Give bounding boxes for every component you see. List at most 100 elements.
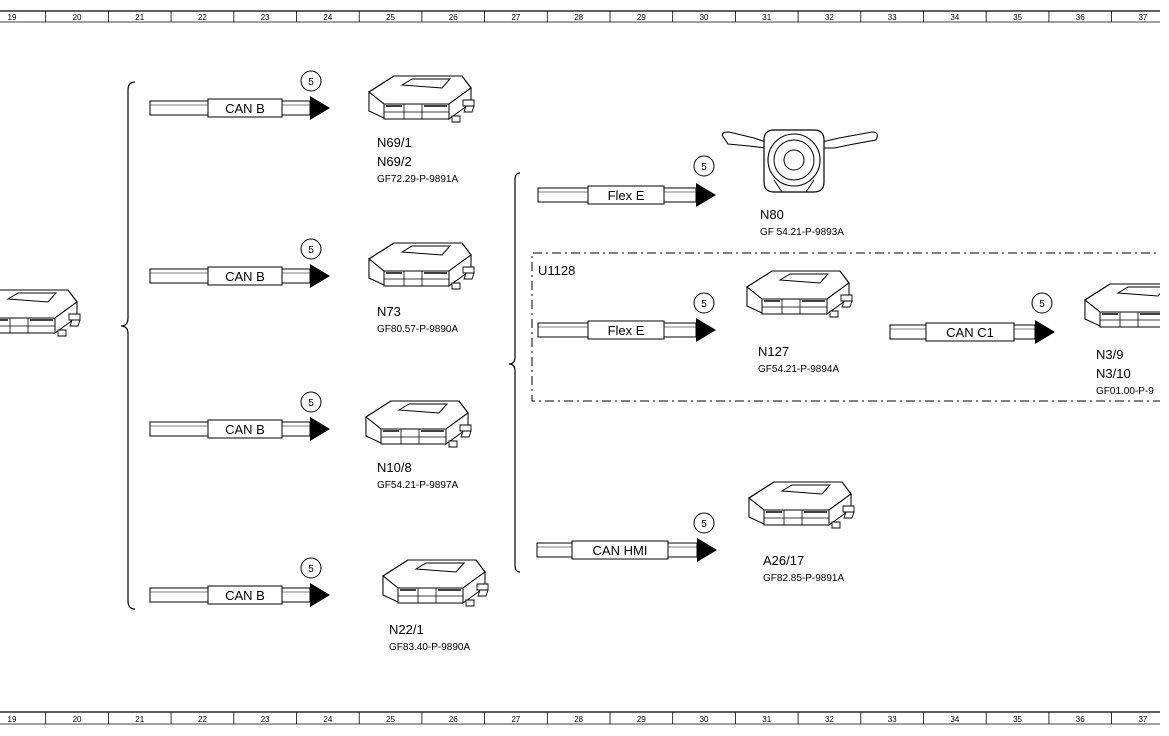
- badge-circle: [693, 292, 715, 314]
- badge-number: 5: [308, 77, 314, 88]
- control-unit-icon: [746, 270, 853, 318]
- ruler-cell-label: 24: [323, 715, 332, 724]
- group-label: U1128: [538, 263, 575, 278]
- reference-code: GF83.40-P-9890A: [389, 642, 470, 653]
- ruler-cell-label: 31: [762, 13, 771, 22]
- ruler-cell-label: 26: [449, 13, 458, 22]
- badge-number: 5: [308, 564, 314, 575]
- ruler-cell-label: 24: [323, 13, 332, 22]
- ruler-cell-label: 30: [700, 13, 709, 22]
- control-unit-icon: [368, 242, 475, 290]
- arrow-head-icon: [310, 583, 330, 607]
- component-id: N3/9: [1096, 347, 1123, 362]
- badge-circle: [300, 557, 322, 579]
- control-unit-icon: [1084, 283, 1160, 331]
- badge-circle: [300, 391, 322, 413]
- reference-code: GF82.85-P-9891A: [763, 573, 844, 584]
- component-id: N69/1: [377, 135, 412, 150]
- ruler-cell-label: 21: [135, 715, 144, 724]
- ruler-cell-label: 20: [73, 715, 82, 724]
- arrow-head-icon: [1035, 320, 1055, 344]
- ruler-cell-label: 30: [700, 715, 709, 724]
- component-id: N127: [758, 344, 789, 359]
- ruler-cell-label: 35: [1013, 715, 1022, 724]
- bus-label-box: [207, 266, 283, 286]
- badge-number: 5: [701, 299, 707, 310]
- ruler-cell-label: 20: [73, 13, 82, 22]
- left-brace: [120, 81, 136, 610]
- badge-circle: [300, 238, 322, 260]
- arrow-head-icon: [696, 318, 716, 342]
- ruler-cell-label: 36: [1076, 715, 1085, 724]
- bus-label: CAN HMI: [593, 543, 648, 558]
- control-unit-icon: [382, 559, 489, 607]
- arrow-head-icon: [697, 538, 717, 562]
- badge-circle: [693, 512, 715, 534]
- ruler-cell-label: 21: [135, 13, 144, 22]
- component-id: N73: [377, 304, 401, 319]
- ruler-cell-label: 25: [386, 715, 395, 724]
- bus-label-box: [207, 585, 283, 605]
- bus-label: CAN B: [225, 269, 265, 284]
- ruler-cell-label: 31: [762, 715, 771, 724]
- right-brace: [508, 172, 521, 573]
- badge-number: 5: [701, 162, 707, 173]
- bus-label: Flex E: [608, 323, 645, 338]
- bus-label-box: [925, 322, 1015, 342]
- bus-label: CAN B: [225, 588, 265, 603]
- ruler-cell-label: 22: [198, 715, 207, 724]
- ruler-cell-label: 34: [950, 715, 959, 724]
- ruler-cell-label: 29: [637, 715, 646, 724]
- arrow-head-icon: [310, 264, 330, 288]
- ruler-cell-label: 32: [825, 13, 834, 22]
- reference-code: GF 54.21-P-9893A: [760, 227, 844, 238]
- bus-label-box: [571, 540, 669, 560]
- steering-column-module-icon: [721, 129, 878, 193]
- bus-label: Flex E: [608, 188, 645, 203]
- u1128-group-box: [531, 252, 1160, 402]
- arrow-head-icon: [310, 417, 330, 441]
- ruler-cell-label: 19: [8, 715, 17, 724]
- bus-label-box: [207, 419, 283, 439]
- badge-number: 5: [308, 245, 314, 256]
- bus-label: CAN B: [225, 101, 265, 116]
- reference-code: GF54.21-P-9897A: [377, 480, 458, 491]
- bus-label: CAN B: [225, 422, 265, 437]
- ruler-cell-label: 19: [8, 13, 17, 22]
- ruler-cell-label: 27: [511, 13, 520, 22]
- ruler-cell-label: 34: [950, 13, 959, 22]
- badge-number: 5: [701, 519, 707, 530]
- component-id: A26/17: [763, 553, 804, 568]
- badge-number: 5: [308, 398, 314, 409]
- ruler-cell-label: 25: [386, 13, 395, 22]
- arrow-head-icon: [696, 183, 716, 207]
- arrow-head-icon: [310, 96, 330, 120]
- ruler-cell-label: 23: [261, 715, 270, 724]
- reference-code: GF54.21-P-9894A: [758, 364, 839, 375]
- component-id: N3/10: [1096, 366, 1131, 381]
- control-unit-icon: [368, 75, 475, 123]
- ruler-cell-label: 23: [261, 13, 270, 22]
- ruler-cell-label: 29: [637, 13, 646, 22]
- bus-label-box: [587, 320, 665, 340]
- ruler-cell-label: 33: [888, 715, 897, 724]
- reference-code: GF72.29-P-9891A: [377, 174, 458, 185]
- badge-number: 5: [1039, 299, 1045, 310]
- badge-circle: [300, 70, 322, 92]
- ruler-cell-label: 37: [1138, 13, 1147, 22]
- ruler-cell-label: 26: [449, 715, 458, 724]
- bus-label-box: [207, 98, 283, 118]
- component-id: N69/2: [377, 154, 412, 169]
- component-id: N80: [760, 207, 784, 222]
- reference-code: GF01.00-P-9: [1096, 386, 1154, 397]
- control-unit-icon-partial: [0, 289, 81, 337]
- ruler-cell-label: 22: [198, 13, 207, 22]
- control-unit-icon: [748, 481, 855, 529]
